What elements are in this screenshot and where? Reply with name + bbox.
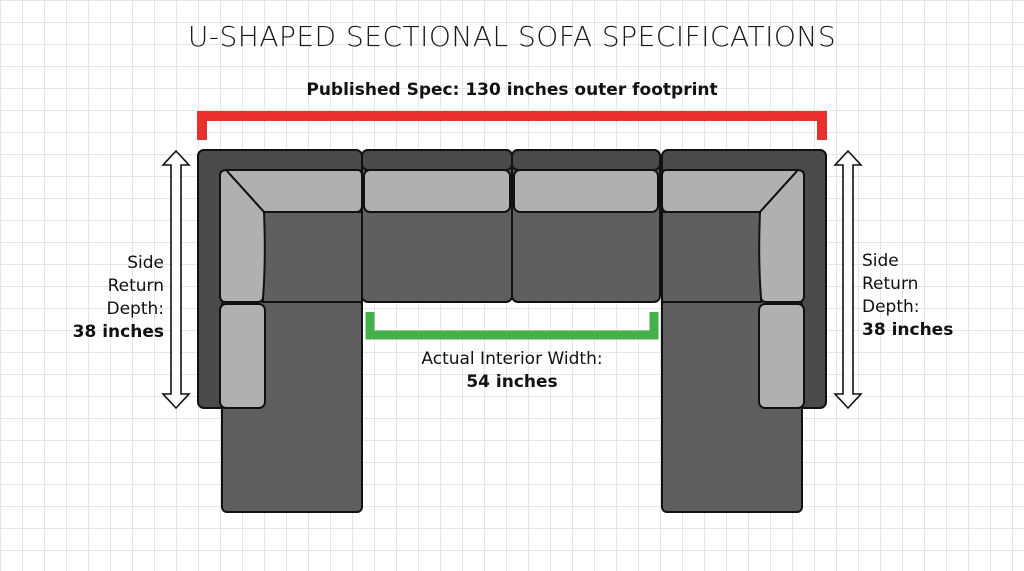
label-line: Side xyxy=(127,253,164,273)
middle-sofa-section-right xyxy=(511,149,661,303)
label-line: Depth: xyxy=(106,299,164,319)
outer-footprint-bracket xyxy=(197,111,827,140)
right-side-return-label: Side Return Depth: 38 inches xyxy=(862,250,992,342)
middle-sofa-section-left xyxy=(361,149,513,303)
published-spec-label: Published Spec: 130 inches outer footpri… xyxy=(306,80,718,100)
label-line: Return xyxy=(107,276,164,296)
label-line: Depth: xyxy=(862,297,920,317)
left-side-return-label: Side Return Depth: 38 inches xyxy=(40,252,164,344)
left-sofa-section xyxy=(197,149,363,513)
interior-value: 54 inches xyxy=(466,372,558,392)
right-depth-value: 38 inches xyxy=(862,320,954,340)
interior-width-bracket xyxy=(365,312,659,340)
right-sofa-section xyxy=(661,149,827,513)
diagram-title: U-SHAPED SECTIONAL SOFA SPECIFICATIONS xyxy=(187,20,837,53)
label-line: Side xyxy=(862,251,899,271)
label-line: Return xyxy=(862,274,919,294)
interior-width-label: Actual Interior Width: 54 inches xyxy=(362,348,662,394)
left-depth-value: 38 inches xyxy=(72,322,164,342)
interior-label: Actual Interior Width: xyxy=(421,349,603,369)
right-depth-arrow xyxy=(833,149,863,410)
left-depth-arrow xyxy=(161,149,191,410)
